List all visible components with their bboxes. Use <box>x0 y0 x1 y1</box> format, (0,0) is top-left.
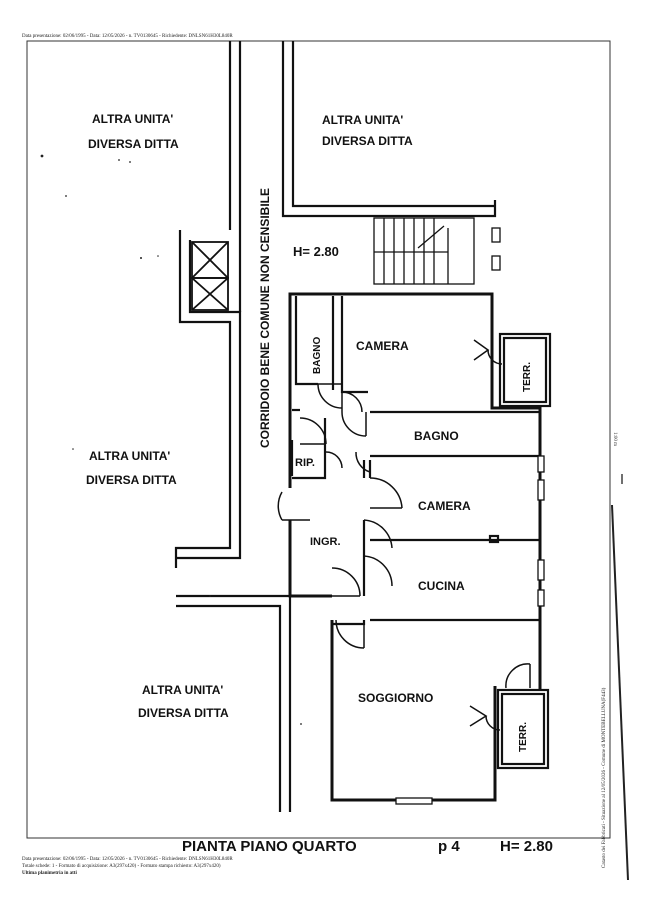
label-terr-2: TERR. <box>518 722 529 752</box>
terrace-2 <box>496 688 550 770</box>
elevator-shaft <box>191 241 229 311</box>
corridor-walls <box>174 41 497 812</box>
label-corridor: CORRIDOIO BENE COMUNE NON CENSIBILE <box>258 188 272 448</box>
side-cadastre-note: Catasto dei Fabbricati - Situazione al 1… <box>602 687 607 868</box>
label-altra-2a: ALTRA UNITA' <box>322 113 403 127</box>
scan-mark <box>611 504 629 881</box>
footer-line-3: Ultima planimetria in atti <box>22 871 77 876</box>
interior-walls <box>290 296 540 626</box>
sheet-border <box>26 40 611 839</box>
label-rip: RIP. <box>295 457 315 469</box>
label-altra-2b: DIVERSA DITTA <box>322 134 413 148</box>
label-soggiorno: SOGGIORNO <box>358 691 433 705</box>
label-altra-1a: ALTRA UNITA' <box>92 112 173 126</box>
header-info: Data presentazione: 02/06/1995 - Data: 1… <box>22 34 233 39</box>
label-bagno-small: BAGNO <box>312 337 323 374</box>
floor-height: H= 2.80 <box>500 838 553 855</box>
label-height-stair: H= 2.80 <box>293 244 339 259</box>
label-cucina: CUCINA <box>418 579 465 593</box>
windows <box>395 455 545 805</box>
door-swings <box>277 339 531 731</box>
label-terr-1: TERR. <box>522 362 533 392</box>
footer-line-2: Totale schede: 1 - Formato di acquisizio… <box>22 864 221 869</box>
label-altra-4a: ALTRA UNITA' <box>142 683 223 697</box>
label-altra-3b: DIVERSA DITTA <box>86 473 177 487</box>
label-altra-4b: DIVERSA DITTA <box>138 706 229 720</box>
label-altra-3a: ALTRA UNITA' <box>89 449 170 463</box>
terrace-1 <box>498 332 552 408</box>
label-bagno: BAGNO <box>414 429 459 443</box>
label-ingr: INGR. <box>310 536 341 548</box>
staircase <box>373 217 501 285</box>
side-scale-note: 1:00 m <box>612 432 617 447</box>
footer-line-1: Data presentazione: 02/06/1995 - Data: 1… <box>22 857 233 862</box>
label-camera-2: CAMERA <box>418 499 471 513</box>
scan-speckles <box>40 154 302 725</box>
floor-number: p 4 <box>438 838 460 855</box>
label-camera-1: CAMERA <box>356 339 409 353</box>
label-altra-1b: DIVERSA DITTA <box>88 137 179 151</box>
plan-title: PIANTA PIANO QUARTO <box>182 838 357 855</box>
